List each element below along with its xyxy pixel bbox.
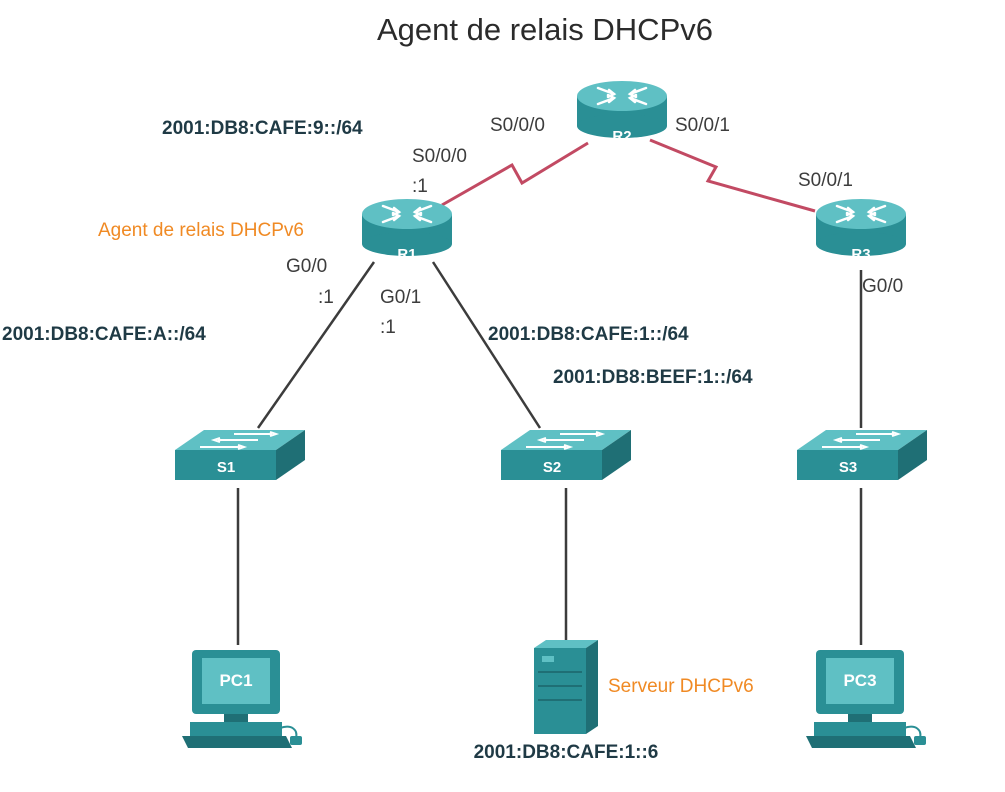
interface-label-r3-s001: S0/0/1 — [798, 170, 853, 191]
link-r1-s2 — [431, 261, 542, 429]
switch-icon — [174, 429, 306, 481]
interface-label-r3-g00: G0/0 — [862, 276, 903, 297]
device-label-s1: S1 — [217, 459, 235, 476]
network-label-lan-1: 2001:DB8:CAFE:1::/64 — [488, 324, 689, 345]
router-r2[interactable]: R2 — [575, 79, 669, 145]
interface-label-r2-s000: S0/0/0 — [490, 115, 545, 136]
device-label-r1: R1 — [397, 246, 416, 263]
pc-pc1[interactable]: PC1 — [181, 649, 303, 749]
server-icon — [534, 640, 598, 734]
switch-icon — [796, 429, 928, 481]
interface-label-r1-g01: G0/1 — [380, 287, 421, 308]
device-label-r3: R3 — [851, 246, 870, 263]
relay-agent-label: Agent de relais DHCPv6 — [98, 220, 304, 241]
interface-host-r1-s000: :1 — [412, 176, 428, 197]
device-label-r2: R2 — [612, 128, 631, 145]
pc-icon — [181, 649, 303, 749]
network-label-serial: 2001:DB8:CAFE:9::/64 — [162, 118, 363, 139]
serial-link-r1-r2 — [441, 141, 589, 207]
switch-s2[interactable]: S2 — [500, 429, 632, 481]
network-label-lan-a: 2001:DB8:CAFE:A::/64 — [2, 324, 206, 345]
diagram-title: Agent de relais DHCPv6 — [377, 12, 713, 47]
switch-s3[interactable]: S3 — [796, 429, 928, 481]
interface-host-r1-g00: :1 — [318, 287, 334, 308]
switch-s1[interactable]: S1 — [174, 429, 306, 481]
network-label-lan-beef: 2001:DB8:BEEF:1::/64 — [553, 367, 753, 388]
pc-pc3[interactable]: PC3 — [805, 649, 927, 749]
server-address-label: 2001:DB8:CAFE:1::6 — [474, 742, 659, 763]
dhcp-server-label: Serveur DHCPv6 — [608, 676, 754, 697]
router-r3[interactable]: R3 — [814, 197, 908, 263]
device-label-s3: S3 — [839, 459, 857, 476]
link-r1-s1 — [256, 261, 376, 429]
interface-label-r1-s000: S0/0/0 — [412, 146, 467, 167]
switch-icon — [500, 429, 632, 481]
interface-label-r1-g00: G0/0 — [286, 256, 327, 277]
device-label-pc1: PC1 — [219, 671, 252, 690]
interface-label-r2-s001: S0/0/1 — [675, 115, 730, 136]
router-r1[interactable]: R1 — [360, 197, 454, 263]
device-label-pc3: PC3 — [843, 671, 876, 690]
interface-host-r1-g01: :1 — [380, 317, 396, 338]
dhcpv6-server[interactable] — [534, 640, 598, 734]
device-label-s2: S2 — [543, 459, 561, 476]
pc-icon — [805, 649, 927, 749]
serial-link-r2-r3 — [649, 138, 816, 213]
